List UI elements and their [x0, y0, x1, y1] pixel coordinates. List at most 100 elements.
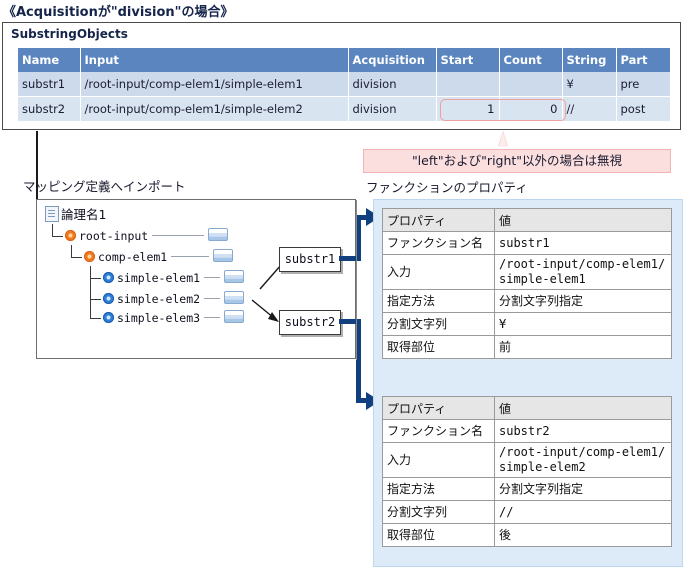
tree-spine — [90, 266, 91, 318]
cell-string: ¥ — [562, 72, 617, 97]
cell-name: substr2 — [18, 96, 81, 122]
property-value: substr1 — [494, 231, 672, 255]
cell-string: // — [562, 96, 617, 122]
tree-elbow-comp — [71, 245, 82, 258]
simple-element-icon — [103, 312, 114, 323]
mapping-tree-box: 論理名1 root-input comp-elem1 simple-elem1 … — [36, 199, 356, 359]
cell-part: post — [616, 96, 670, 122]
substr2-connector-horiz — [339, 319, 361, 324]
tree-node-simple-elem3[interactable]: simple-elem3 — [103, 309, 245, 327]
property-row: 入力 /root-input/comp-elem1/simple-elem1 — [382, 254, 672, 290]
function-properties-panel: プロパティ 値 ファンクション名 substr1 入力 /root-input/… — [373, 199, 683, 567]
property-label: 入力 — [382, 442, 495, 478]
tree-node-comp-elem1[interactable]: comp-elem1 — [84, 248, 234, 266]
tree-connector-line — [204, 317, 221, 318]
property-value: 分割文字列指定 — [494, 289, 672, 313]
field-box-icon — [213, 249, 234, 262]
simple-element-icon — [103, 293, 114, 304]
property-label: 分割文字列 — [382, 312, 495, 336]
cell-count — [499, 72, 563, 97]
property-value: /root-input/comp-elem1/simple-elem2 — [494, 442, 672, 478]
property-value: ¥ — [494, 312, 672, 336]
function-box-substr2[interactable]: substr2 — [279, 310, 341, 335]
property-value: // — [494, 500, 672, 524]
property-label: 入力 — [382, 254, 495, 290]
substring-objects-title: SubstringObjects — [11, 27, 128, 41]
field-box-icon — [224, 270, 245, 283]
substr2-connector-horiz2 — [356, 398, 370, 403]
property-table-substr2: プロパティ 値 ファンクション名 substr2 入力 /root-input/… — [382, 396, 672, 547]
table-to-tree-connector-vert — [36, 131, 38, 250]
property-value: 分割文字列指定 — [494, 477, 672, 501]
property-header-row: プロパティ 値 — [382, 208, 672, 232]
property-row: 指定方法 分割文字列指定 — [382, 477, 672, 501]
property-label: ファンクション名 — [382, 231, 495, 255]
tree-node-label: simple-elem1 — [117, 271, 201, 285]
tree-connector-line — [204, 298, 221, 299]
column-header-name: Name — [18, 48, 81, 72]
callout-stem-inner — [499, 133, 507, 147]
property-value: 後 — [494, 523, 672, 547]
cell-start — [436, 72, 500, 97]
column-header-acquisition: Acquisition — [348, 48, 437, 72]
tree-box-right-edge — [356, 200, 357, 360]
property-row: 取得部位 後 — [382, 523, 672, 547]
tree-node-label: simple-elem2 — [117, 292, 201, 306]
property-label: ファンクション名 — [382, 419, 495, 443]
tree-branch-1 — [90, 278, 101, 279]
substr1-connector-horiz2 — [356, 215, 370, 220]
tree-branch-2 — [90, 299, 101, 300]
property-column-header: プロパティ — [382, 396, 495, 420]
property-value: substr2 — [494, 419, 672, 443]
field-box-icon — [224, 310, 245, 323]
tree-node-logical-name[interactable]: 論理名1 — [45, 206, 106, 224]
column-header-part: Part — [616, 48, 670, 72]
tree-connector-line — [204, 277, 221, 278]
property-value: 前 — [494, 335, 672, 359]
cell-name: substr1 — [18, 72, 81, 97]
cell-input: /root-input/comp-elem1/simple-elem2 — [80, 96, 349, 122]
property-row: 分割文字列 // — [382, 500, 672, 524]
mapping-import-label: マッピング定義へインポート — [23, 179, 186, 194]
column-header-string: String — [562, 48, 617, 72]
tree-node-label: root-input — [79, 229, 149, 243]
property-table-substr1: プロパティ 値 ファンクション名 substr1 入力 /root-input/… — [382, 208, 672, 359]
tree-node-root-input[interactable]: root-input — [65, 227, 229, 245]
property-value: /root-input/comp-elem1/simple-elem1 — [494, 254, 672, 290]
tree-node-simple-elem1[interactable]: simple-elem1 — [103, 269, 245, 287]
cell-input: /root-input/comp-elem1/simple-elem1 — [80, 72, 349, 97]
table-header-row: Name Input Acquisition Start Count Strin… — [18, 48, 670, 72]
property-label: 指定方法 — [382, 477, 495, 501]
tree-elbow-root — [52, 224, 63, 237]
table-row: substr2 /root-input/comp-elem1/simple-el… — [18, 96, 670, 122]
tree-branch-3 — [90, 318, 101, 319]
substr1-connector-horiz — [339, 256, 361, 261]
value-column-header: 値 — [494, 396, 672, 420]
property-label: 取得部位 — [382, 335, 495, 359]
cell-count: 0 — [499, 96, 563, 122]
page-title: 《Acquisitionが"division"の場合》 — [3, 5, 234, 20]
cell-acquisition: division — [348, 72, 437, 97]
substr2-connector-vert — [356, 319, 361, 403]
tree-node-simple-elem2[interactable]: simple-elem2 — [103, 290, 245, 308]
column-header-input: Input — [80, 48, 349, 72]
property-row: 取得部位 前 — [382, 335, 672, 359]
table-row: substr1 /root-input/comp-elem1/simple-el… — [18, 72, 670, 97]
property-row: 入力 /root-input/comp-elem1/simple-elem2 — [382, 442, 672, 478]
ignore-note: "left"および"right"以外の場合は無視 — [363, 149, 671, 173]
substring-objects-table: Name Input Acquisition Start Count Strin… — [18, 48, 670, 122]
function-properties-label: ファンクションのプロパティ — [366, 180, 528, 195]
tree-node-label: 論理名1 — [61, 207, 107, 222]
property-header-row: プロパティ 値 — [382, 396, 672, 420]
value-column-header: 値 — [494, 208, 672, 232]
cell-start: 1 — [436, 96, 500, 122]
property-row: ファンクション名 substr2 — [382, 419, 672, 443]
tree-node-label: comp-elem1 — [98, 250, 168, 264]
document-icon — [45, 206, 59, 222]
function-box-substr1[interactable]: substr1 — [279, 247, 341, 272]
field-box-icon — [208, 228, 229, 241]
column-header-count: Count — [499, 48, 563, 72]
column-header-start: Start — [436, 48, 500, 72]
property-row: 分割文字列 ¥ — [382, 312, 672, 336]
